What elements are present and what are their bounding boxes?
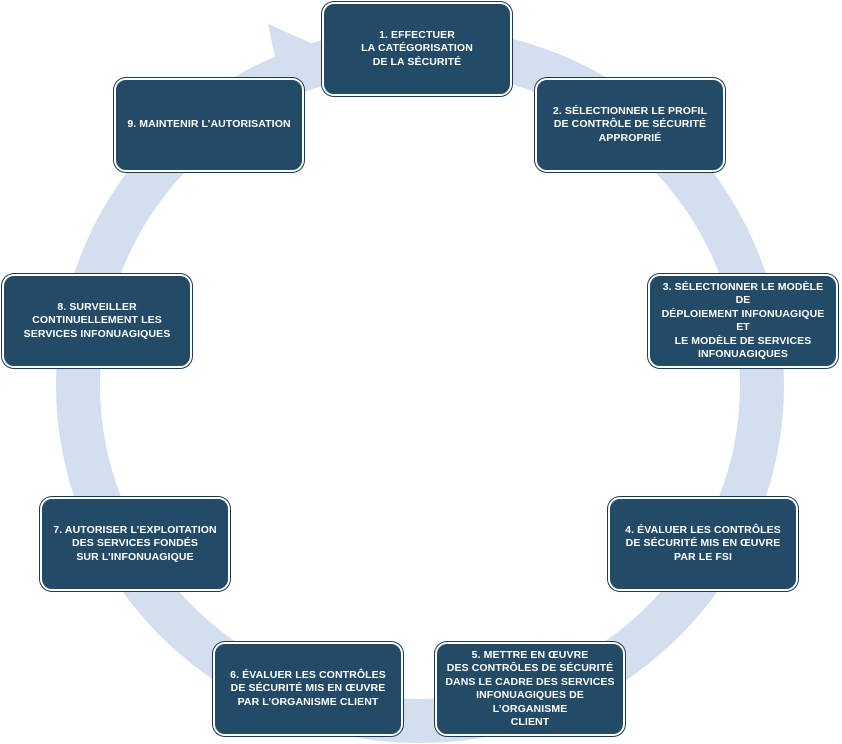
- step-4-assess-provider-controls: 4. ÉVALUER LES CONTRÔLES DE SÉCURITÉ MIS…: [608, 497, 798, 591]
- step-9-label: 9. MAINTENIR L’AUTORISATION: [127, 118, 291, 131]
- cycle-arrow-head-icon: [268, 24, 336, 90]
- step-8-continuous-monitoring: 8. SURVEILLER CONTINUELLEMENT LES SERVIC…: [2, 274, 192, 368]
- step-3-label: 3. SÉLECTIONNER LE MODÈLE DE DÉPLOIEMENT…: [661, 280, 825, 361]
- step-5-label: 5. METTRE EN ŒUVRE DES CONTRÔLES DE SÉCU…: [445, 648, 615, 729]
- step-6-label: 6. ÉVALUER LES CONTRÔLES DE SÉCURITÉ MIS…: [230, 668, 386, 708]
- step-2-label: 2. SÉLECTIONNER LE PROFIL DE CONTRÔLE DE…: [552, 104, 708, 144]
- step-5-implement-controls: 5. METTRE EN ŒUVRE DES CONTRÔLES DE SÉCU…: [435, 642, 625, 736]
- step-7-authorize-operation: 7. AUTORISER L’EXPLOITATION DES SERVICES…: [40, 497, 230, 591]
- step-1-label: 1. EFFECTUER LA CATÉGORISATION DE LA SÉC…: [361, 28, 473, 68]
- step-2-select-control-profile: 2. SÉLECTIONNER LE PROFIL DE CONTRÔLE DE…: [535, 78, 725, 172]
- step-1-categorisation: 1. EFFECTUER LA CATÉGORISATION DE LA SÉC…: [322, 2, 512, 96]
- step-6-assess-client-controls: 6. ÉVALUER LES CONTRÔLES DE SÉCURITÉ MIS…: [213, 642, 403, 736]
- step-4-label: 4. ÉVALUER LES CONTRÔLES DE SÉCURITÉ MIS…: [625, 523, 781, 563]
- step-9-maintain-authorization: 9. MAINTENIR L’AUTORISATION: [114, 78, 304, 172]
- step-3-select-deployment-model: 3. SÉLECTIONNER LE MODÈLE DE DÉPLOIEMENT…: [648, 274, 838, 368]
- step-7-label: 7. AUTORISER L’EXPLOITATION DES SERVICES…: [53, 523, 217, 563]
- step-8-label: 8. SURVEILLER CONTINUELLEMENT LES SERVIC…: [23, 300, 171, 340]
